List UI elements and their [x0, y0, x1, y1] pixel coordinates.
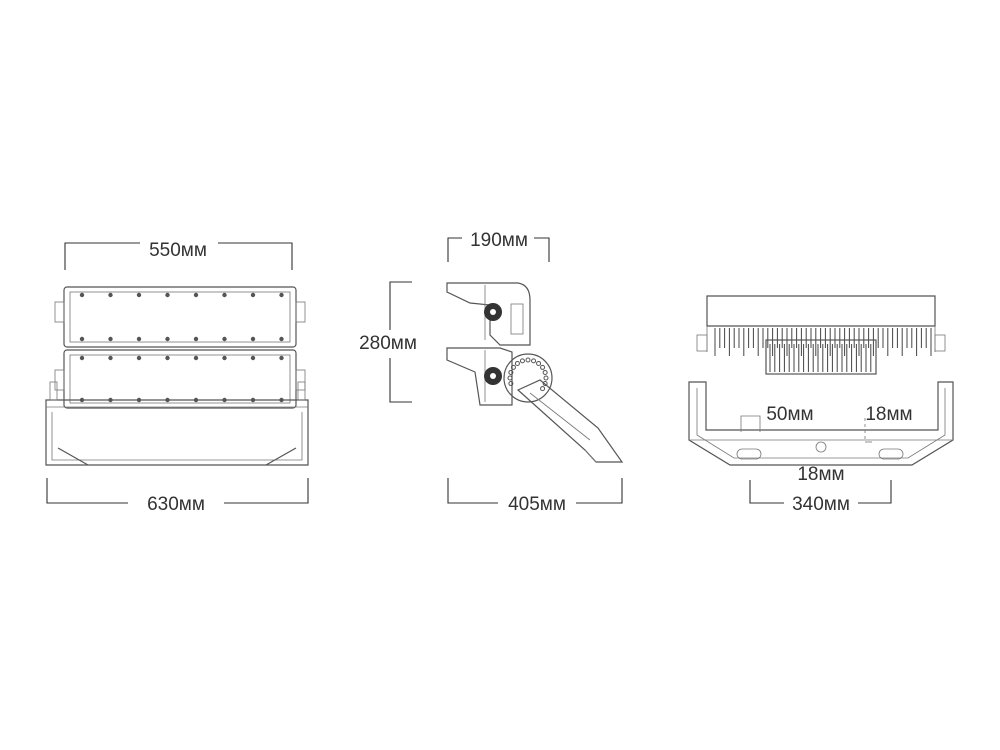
led-dot [79, 292, 85, 298]
front-top-dimension-label: 550мм [149, 240, 207, 261]
front-bottom-dimension: 630мм [46, 478, 309, 515]
back-left-slot [736, 448, 762, 460]
back-slot-width-guide [740, 415, 761, 432]
back-mount-bracket [688, 381, 954, 466]
back-bottom-dimension: 340мм [749, 480, 892, 515]
back-heatsink-fins [714, 328, 932, 375]
side-adjust-knob-lower [484, 367, 502, 385]
side-mounting-arm [516, 379, 624, 463]
hinge-hole [508, 369, 514, 375]
led-dot [108, 336, 113, 342]
back-right-slot [878, 448, 904, 460]
hinge-hole [525, 357, 531, 363]
back-slot-height-label: 18мм [865, 404, 912, 425]
led-dot [136, 292, 142, 298]
hinge-hole [510, 364, 516, 370]
front-base-bracket [45, 381, 309, 466]
side-height-dimension: 280мм [359, 281, 417, 403]
led-dot [108, 292, 113, 298]
led-dot [279, 336, 284, 342]
side-height-dimension-label: 280мм [359, 333, 417, 354]
led-dot [79, 336, 85, 342]
hinge-hole [519, 358, 525, 364]
front-upper-module [54, 286, 306, 348]
back-hole-label: 18мм [797, 464, 844, 485]
back-center-hole [815, 441, 827, 453]
side-top-dimension-label: 190мм [470, 230, 528, 251]
led-dot [193, 355, 199, 361]
hinge-hole [514, 360, 520, 366]
hinge-hole [542, 369, 548, 375]
hinge-hole [540, 386, 546, 392]
led-dot [279, 355, 284, 361]
hinge-hole [543, 375, 549, 381]
led-dot [108, 355, 113, 361]
led-dot [193, 292, 199, 298]
led-dot [250, 355, 256, 361]
hinge-hole [531, 358, 537, 364]
led-dot [222, 336, 227, 342]
led-dot [250, 292, 256, 298]
back-view: 50мм 18мм 18мм 340мм [688, 295, 954, 515]
hinge-hole [508, 381, 514, 387]
led-dot [222, 292, 227, 298]
back-top-plate [696, 295, 946, 352]
side-adjust-knob-upper [484, 303, 502, 321]
led-dot [165, 336, 170, 342]
side-top-dimension: 190мм [447, 230, 550, 262]
led-dot [193, 336, 199, 342]
front-lower-module [54, 349, 306, 409]
side-bottom-dimension-label: 405мм [508, 494, 566, 515]
led-dot [222, 355, 227, 361]
led-dot [250, 336, 256, 342]
back-slot-width-label: 50мм [766, 404, 813, 425]
side-lower-housing [446, 347, 513, 406]
front-view: 550мм [45, 240, 309, 515]
led-dot [136, 336, 142, 342]
back-bottom-dimension-label: 340мм [792, 494, 850, 515]
led-dot [79, 355, 85, 361]
hinge-hole [536, 360, 542, 366]
hinge-hole [507, 375, 513, 381]
hinge-hole [542, 381, 548, 387]
hinge-hole [540, 364, 546, 370]
side-view: 190мм 280мм [359, 230, 624, 515]
led-dot [165, 355, 170, 361]
front-bottom-dimension-label: 630мм [147, 494, 205, 515]
led-dot [165, 292, 170, 298]
led-dot [136, 355, 142, 361]
side-bottom-dimension: 405мм [447, 478, 623, 515]
side-hinge-disc [503, 353, 553, 403]
front-top-dimension: 550мм [64, 240, 293, 270]
led-dot [279, 292, 284, 298]
